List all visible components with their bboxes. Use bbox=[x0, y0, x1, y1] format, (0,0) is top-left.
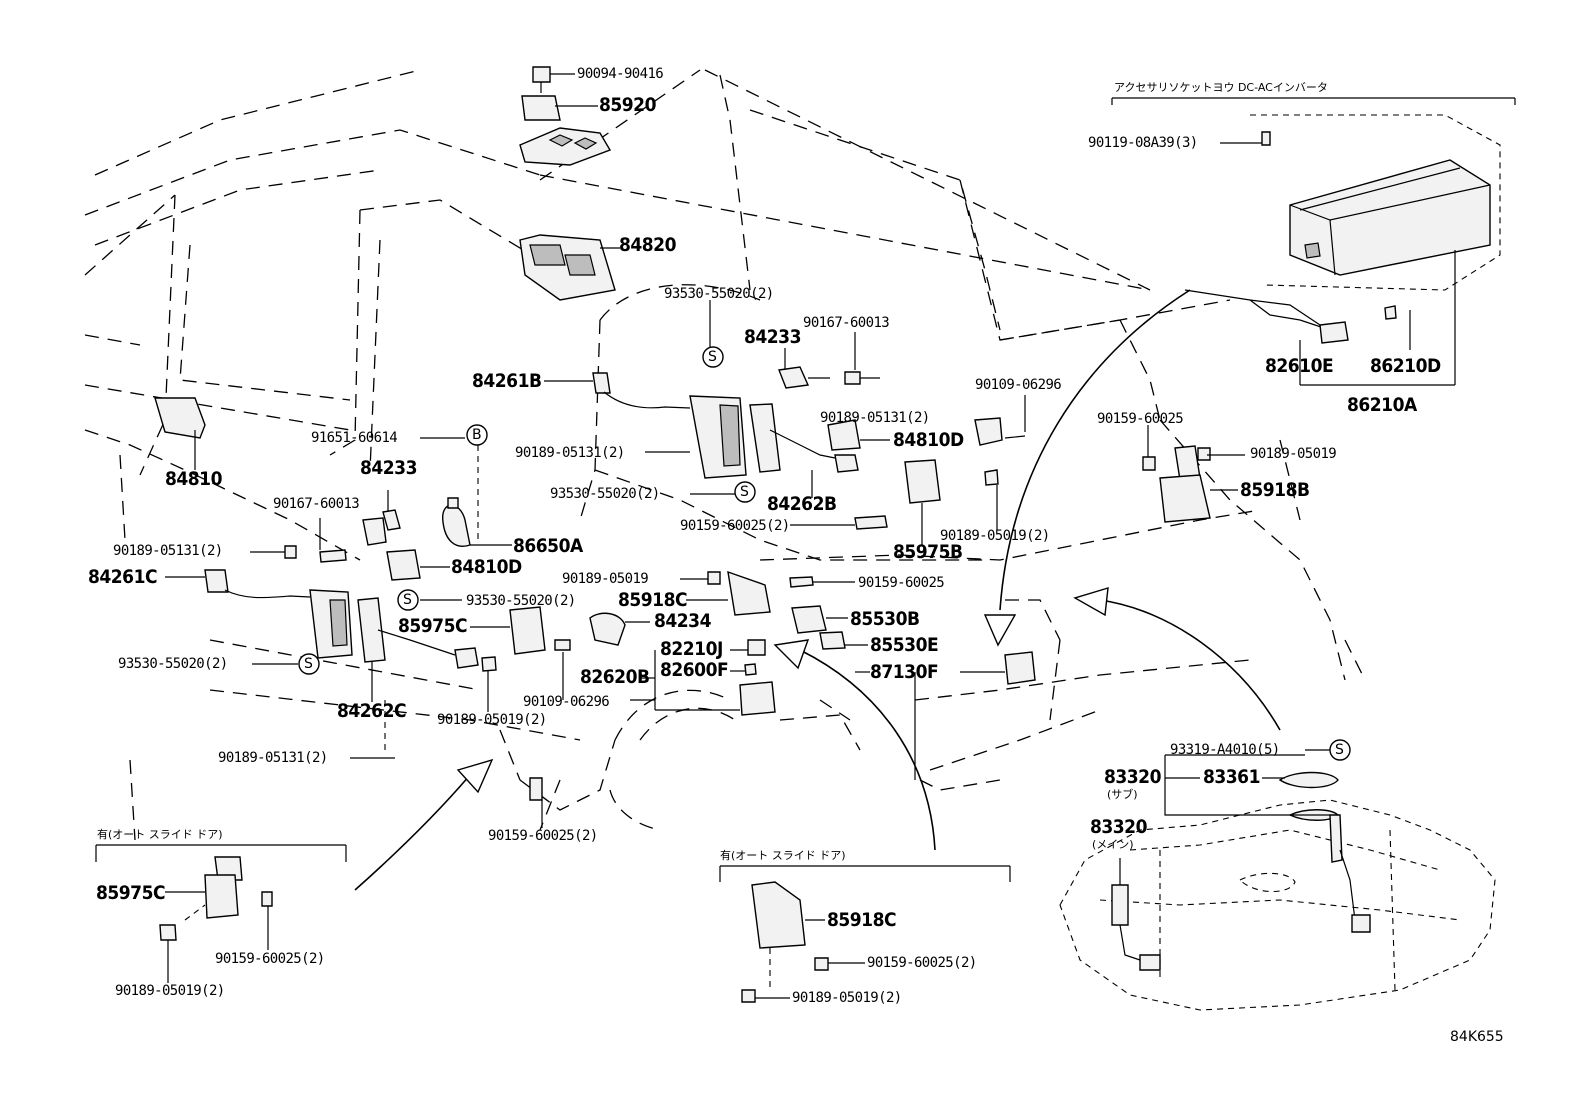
part-label-83361: 83361 bbox=[1203, 766, 1260, 788]
slide-door-switch-left bbox=[154, 397, 626, 672]
part-label-90159-60025-bottomleft: 90159-60025(2) bbox=[215, 951, 325, 967]
note-auto-slide-center: 有(オート スライド ドア) bbox=[720, 849, 846, 862]
right-components bbox=[1142, 445, 1245, 523]
part-label-93530-55020-lowerleft: 93530-55020(2) bbox=[118, 656, 228, 672]
part-label-90159-60025-right: 90159-60025 bbox=[1097, 411, 1184, 427]
part-label-87130F: 87130F bbox=[870, 661, 939, 683]
part-label-90159-60025-bottom: 90159-60025(2) bbox=[488, 828, 598, 844]
part-label-84233-left: 84233 bbox=[360, 457, 417, 479]
part-label-82600F: 82600F bbox=[660, 659, 729, 681]
part-label-84810D-left: 84810D bbox=[451, 556, 522, 578]
symbol-s-4: S bbox=[304, 656, 313, 672]
part-label-86650A: 86650A bbox=[513, 535, 583, 557]
part-label-84820: 84820 bbox=[619, 234, 676, 256]
part-label-84261C: 84261C bbox=[88, 566, 158, 588]
part-label-90189-05131-right: 90189-05131(2) bbox=[820, 410, 930, 426]
note-sub: (サブ) bbox=[1107, 788, 1138, 801]
part-label-83320-main: 83320 bbox=[1090, 816, 1147, 838]
part-label-83320-sub: 83320 bbox=[1104, 766, 1161, 788]
part-label-84810D-right: 84810D bbox=[893, 429, 964, 451]
auto-slide-group-left bbox=[95, 844, 347, 941]
part-label-85918C-bottomcenter: 85918C bbox=[827, 909, 897, 931]
part-label-90159-60025-mid: 90159-60025(2) bbox=[680, 518, 790, 534]
fuel-tank bbox=[1059, 754, 1496, 1011]
part-label-90189-05019-center: 90189-05019 bbox=[562, 571, 649, 587]
leader-lines bbox=[165, 73, 1456, 999]
vehicle-body-outline bbox=[84, 69, 1366, 841]
direction-arrows bbox=[354, 289, 1281, 891]
part-label-84262C: 84262C bbox=[337, 700, 407, 722]
part-label-90109-06296-top: 90109-06296 bbox=[975, 377, 1062, 393]
part-label-82610E: 82610E bbox=[1265, 355, 1334, 377]
part-label-84262B: 84262B bbox=[767, 493, 837, 515]
part-label-84261B: 84261B bbox=[472, 370, 542, 392]
symbol-b: B bbox=[472, 427, 482, 443]
part-label-90119-08A39: 90119-08A39(3) bbox=[1088, 135, 1198, 151]
part-label-90189-05131-mid: 90189-05131(2) bbox=[515, 445, 625, 461]
part-label-85530B: 85530B bbox=[850, 608, 920, 630]
part-label-90189-05131-left: 90189-05131(2) bbox=[113, 543, 223, 559]
note-dc-ac-inverter: アクセサリソケットヨウ DC-ACインバータ bbox=[1114, 81, 1328, 94]
part-label-90189-05019-mid: 90189-05019(2) bbox=[940, 528, 1050, 544]
part-label-93530-55020-mid: 93530-55020(2) bbox=[550, 486, 660, 502]
part-label-90167-60013-top: 90167-60013 bbox=[803, 315, 890, 331]
part-label-86210D: 86210D bbox=[1370, 355, 1441, 377]
switch-group-top bbox=[519, 66, 616, 301]
part-label-85918B: 85918B bbox=[1240, 479, 1310, 501]
part-label-90189-05019-bottomcenter: 90189-05019(2) bbox=[792, 990, 902, 1006]
part-label-93530-55020-top: 93530-55020(2) bbox=[664, 286, 774, 302]
part-label-90094-90416: 90094-90416 bbox=[577, 66, 664, 82]
part-label-93530-55020-left: 93530-55020(2) bbox=[466, 593, 576, 609]
part-label-85975B: 85975B bbox=[893, 541, 963, 563]
part-label-90189-05019-right: 90189-05019 bbox=[1250, 446, 1337, 462]
part-label-90159-60025-center: 90159-60025 bbox=[858, 575, 945, 591]
note-auto-slide-left: 有(オート スライド ドア) bbox=[97, 828, 223, 841]
part-label-85530E: 85530E bbox=[870, 634, 939, 656]
auto-slide-group-center bbox=[719, 865, 1011, 1003]
part-label-85918C: 85918C bbox=[618, 589, 688, 611]
symbol-s-2: S bbox=[740, 484, 749, 500]
diagram-id: 84K655 bbox=[1450, 1029, 1504, 1045]
part-label-84233-top: 84233 bbox=[744, 326, 801, 348]
symbol-s-5: S bbox=[1335, 742, 1344, 758]
part-label-84810: 84810 bbox=[165, 468, 222, 490]
part-label-91651-60614: 91651-60614 bbox=[311, 430, 398, 446]
part-label-90109-06296-left: 90109-06296 bbox=[523, 694, 610, 710]
part-label-86210A: 86210A bbox=[1347, 394, 1417, 416]
part-label-85920: 85920 bbox=[599, 94, 656, 116]
note-main: (メイン) bbox=[1092, 838, 1134, 851]
part-label-82210J: 82210J bbox=[660, 638, 723, 660]
part-label-90189-05131-bottomleft: 90189-05131(2) bbox=[218, 750, 328, 766]
part-label-90167-60013-left: 90167-60013 bbox=[273, 496, 360, 512]
slide-door-switch-right bbox=[592, 366, 1026, 530]
part-label-85975C-bottomleft: 85975C bbox=[96, 882, 166, 904]
part-label-90189-05019-bottomleft: 90189-05019(2) bbox=[115, 983, 225, 999]
center-components bbox=[529, 570, 1036, 801]
part-label-93319-A4010: 93319-A4010(5) bbox=[1170, 742, 1280, 758]
part-label-82620B: 82620B bbox=[580, 666, 650, 688]
part-label-85975C: 85975C bbox=[398, 615, 468, 637]
dc-ac-inverter bbox=[1111, 97, 1516, 344]
symbol-s-3: S bbox=[403, 592, 412, 608]
part-label-90189-05019-left: 90189-05019(2) bbox=[437, 712, 547, 728]
symbol-s-1: S bbox=[708, 349, 717, 365]
symbol-circles bbox=[298, 346, 1351, 761]
part-label-84234: 84234 bbox=[654, 610, 711, 632]
part-label-90159-60025-bottomcenter: 90159-60025(2) bbox=[867, 955, 977, 971]
